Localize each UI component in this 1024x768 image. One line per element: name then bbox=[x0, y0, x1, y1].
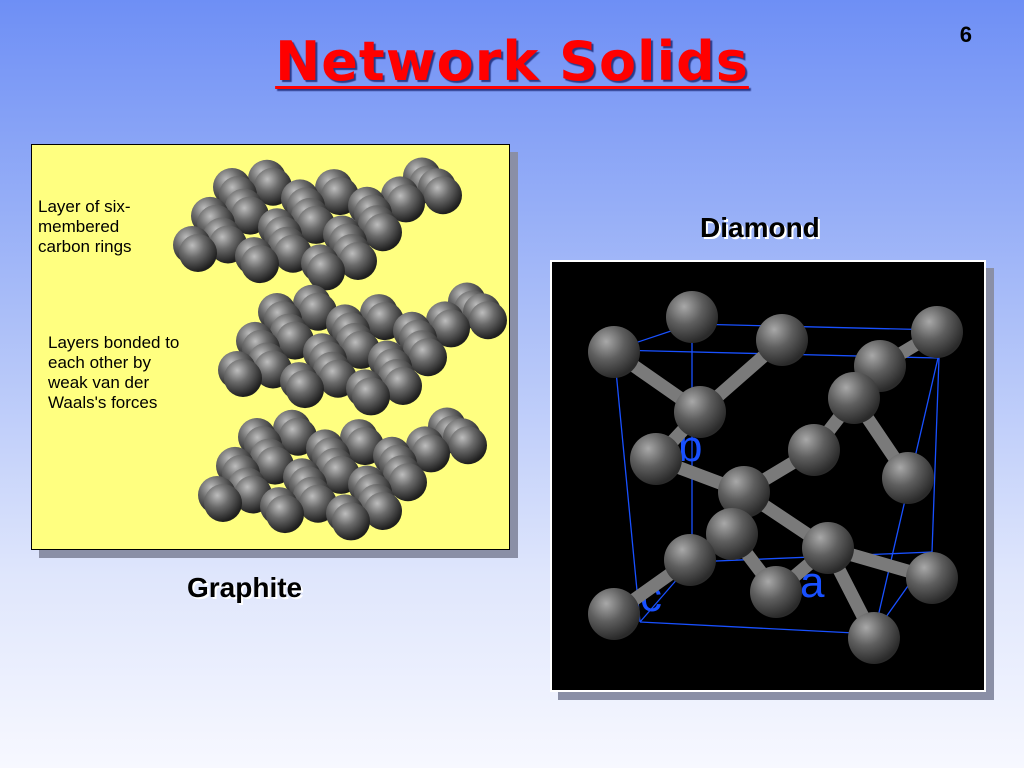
diamond-panel: b c a bbox=[550, 260, 986, 692]
bond-description: Layers bonded to each other by weak van … bbox=[48, 333, 180, 412]
graphite-caption: Graphite bbox=[187, 572, 303, 603]
diamond-caption: Diamond bbox=[700, 212, 820, 243]
graphite-panel: Layer of six- membered carbon rings Laye… bbox=[31, 144, 510, 550]
slide-title: Network Solids bbox=[275, 30, 749, 93]
graphite-structure-image bbox=[173, 157, 507, 541]
diamond-structure-image bbox=[588, 291, 963, 664]
slide-number: 6 bbox=[959, 22, 972, 47]
layer-description: Layer of six- membered carbon rings bbox=[38, 197, 132, 256]
